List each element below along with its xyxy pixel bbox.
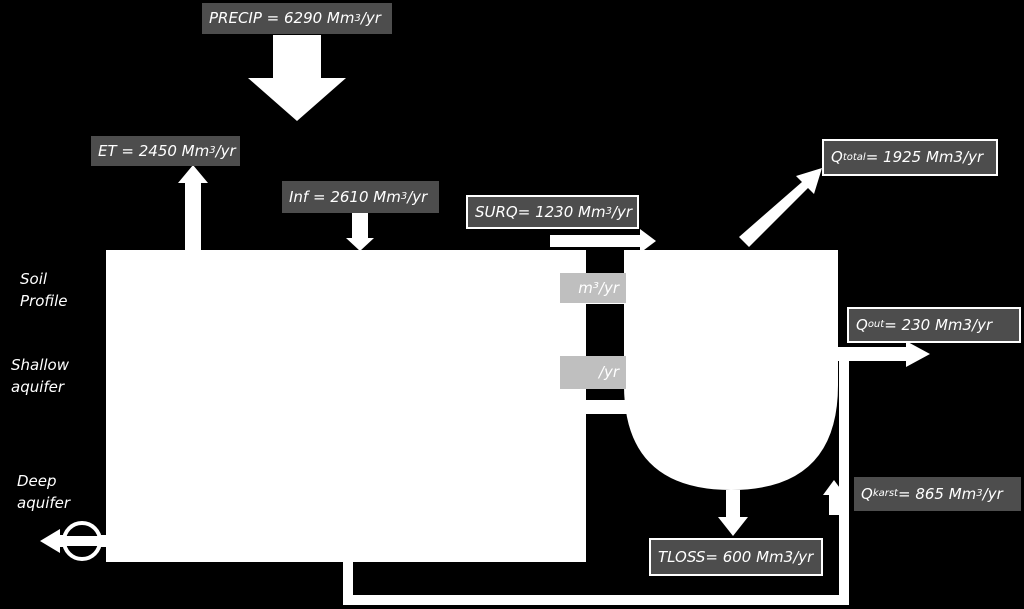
- et-arrow: [178, 165, 208, 250]
- reservoir-shape: [624, 250, 838, 490]
- q-total-subscript: total: [842, 151, 866, 163]
- soil-profile-line2: Profile: [20, 292, 68, 310]
- soil-profile-label: Soil Profile: [20, 268, 67, 312]
- q-out-symbol: Q: [856, 315, 868, 334]
- q-karst-subscript: karst: [872, 488, 898, 499]
- shallow-aquifer-label: Shallow aquifer: [11, 354, 69, 398]
- surq-value: SURQ= 1230 Mm: [475, 202, 606, 221]
- tloss-label: TLOSS= 600 Mm3/yr: [649, 538, 823, 576]
- soil-profile-line1: Soil: [20, 270, 48, 288]
- deep-aquifer-line1: Deep: [17, 472, 57, 490]
- tloss-value: TLOSS= 600 Mm3/yr: [658, 547, 814, 566]
- lateral-flow-value: m³/yr: [578, 278, 619, 297]
- q-out-value: = 230 Mm3/yr: [884, 315, 993, 334]
- q-karst-arrow: [823, 480, 845, 515]
- shallow-aquifer-line1: Shallow: [11, 356, 70, 374]
- deep-aquifer-line2: aquifer: [17, 494, 71, 512]
- shallow-aquifer-line2: aquifer: [11, 378, 65, 396]
- q-total-arrow: [739, 168, 822, 247]
- inf-unit: /yr: [407, 187, 428, 206]
- groundwater-flow-label: /yr: [560, 356, 626, 389]
- surq-sup: 3: [605, 206, 612, 217]
- q-total-value: = 1925 Mm3/yr: [865, 148, 984, 166]
- valve-icon-stem: [64, 536, 100, 546]
- return-loop: [343, 360, 849, 605]
- groundwater-flow-bar: [586, 400, 632, 414]
- inf-arrow: [346, 213, 374, 251]
- tloss-arrow: [718, 490, 748, 536]
- precip-unit: /yr: [360, 9, 381, 27]
- inf-sup: 3: [400, 191, 408, 202]
- q-karst-value: = 865 Mm: [897, 484, 977, 503]
- q-total-symbol: Q: [831, 148, 843, 166]
- q-out-subscript: out: [867, 319, 885, 330]
- et-value: ET = 2450 Mm: [98, 141, 210, 160]
- et-sup: 3: [209, 145, 216, 156]
- q-karst-sup: 3: [976, 488, 983, 499]
- surq-unit: /yr: [611, 202, 633, 221]
- q-karst-unit: /yr: [982, 484, 1003, 503]
- watershed-box: [106, 250, 586, 562]
- groundwater-flow-value: /yr: [598, 363, 619, 381]
- et-unit: /yr: [215, 141, 236, 160]
- inf-value: Inf = 2610 Mm: [289, 187, 401, 206]
- precip-sup: 3: [354, 12, 361, 24]
- lateral-flow-label: m³/yr: [560, 273, 626, 303]
- surq-arrow: [550, 229, 656, 253]
- q-karst-symbol: Q: [861, 484, 873, 503]
- precip-arrow: [248, 35, 346, 121]
- q-out-arrow: [838, 341, 930, 367]
- deep-aquifer-label: Deep aquifer: [17, 470, 70, 514]
- precip-value: PRECIP = 6290 Mm: [209, 9, 355, 27]
